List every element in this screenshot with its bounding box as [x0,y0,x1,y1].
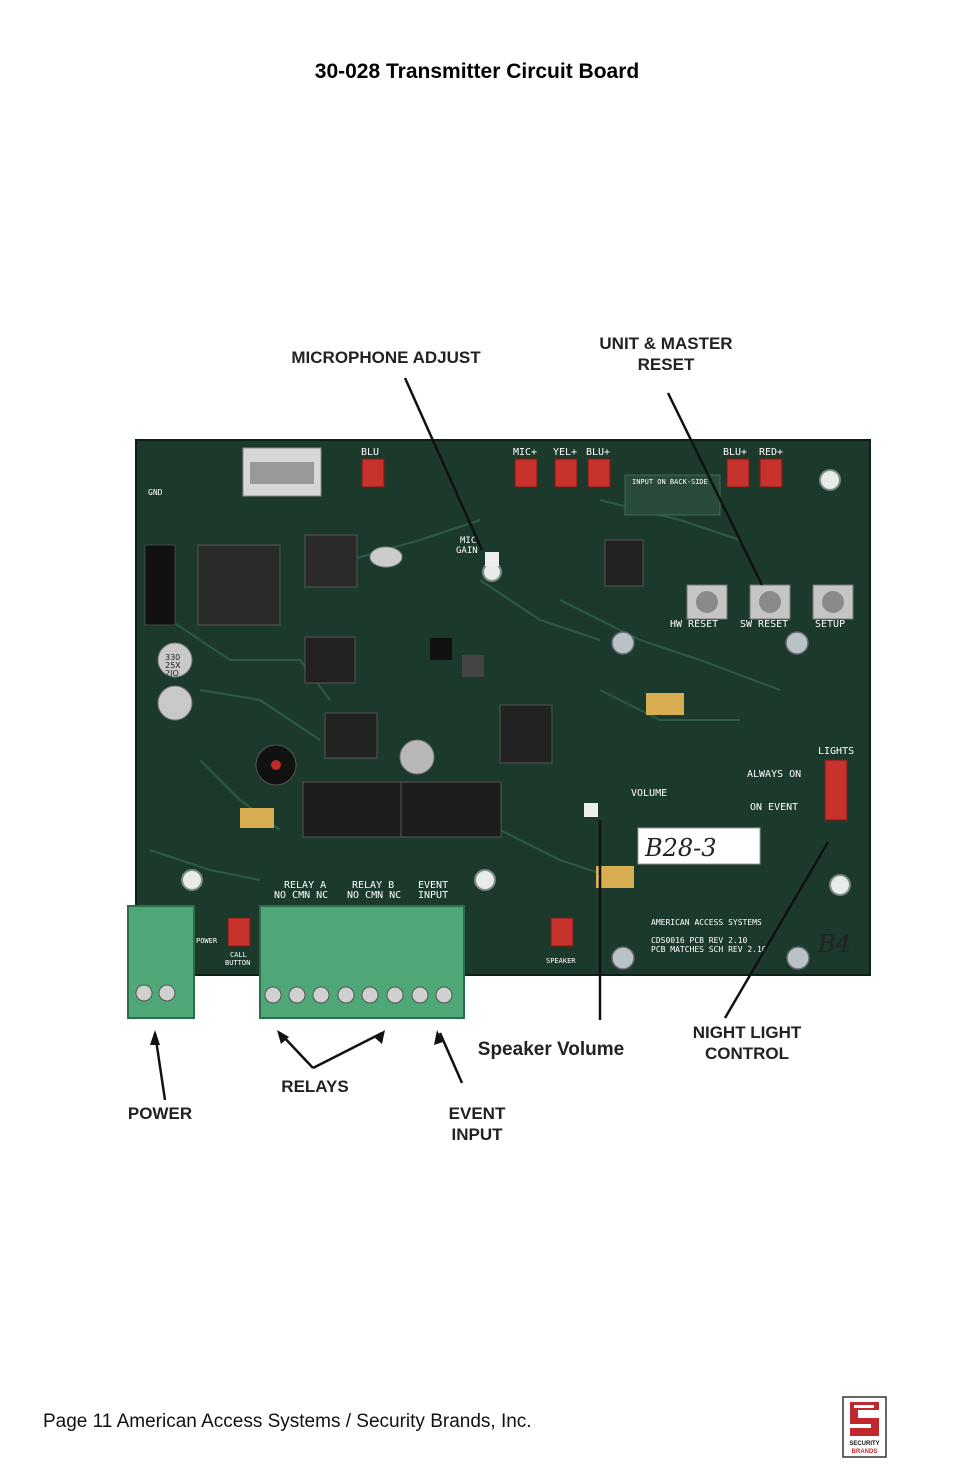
pin-header [144,544,176,626]
screws [611,631,810,970]
capacitor-3 [399,739,435,775]
lbl-mic-gain-1: MIC [460,536,476,546]
coil [430,638,452,660]
reset-buttons [686,584,854,620]
lbl-yel: YEL+ [553,447,577,458]
callout-relays: RELAYS [281,1077,348,1096]
capacitor-2 [157,685,193,721]
lbl-always-on: ALWAYS ON [747,769,801,780]
dsp-chip [304,534,358,588]
led-connectors [227,458,848,947]
lbl-gnd: GND [148,488,163,497]
relay-a [302,781,402,838]
handwritten-tag: B28-3 [644,834,717,862]
lbl-input-on-back: INPUT ON BACK-SIDE [632,478,708,486]
lbl-speaker: SPEAKER [546,957,576,965]
handwritten-label [637,827,761,865]
lbl-cap-1: 330 [165,653,180,662]
power-screws [135,984,176,1002]
lbl-lights: LIGHTS [818,746,854,757]
coil-2 [462,655,484,677]
lbl-blu: BLU [361,447,379,458]
regulator [324,712,378,759]
relay-screws [264,986,453,1004]
power-terminal [127,905,195,1019]
lbl-call-1: CALL [230,951,247,959]
lbl-cap-2: 25X [165,661,181,670]
callout-night-light-2: CONTROL [705,1044,789,1063]
callout-unit-master-2: RESET [638,355,695,374]
callout-event-2: INPUT [452,1125,504,1144]
security-brands-logo: SECURITY BRANDS [842,1396,887,1458]
lbl-power: POWER [196,937,218,945]
callout-speaker-volume: Speaker Volume [478,1039,624,1060]
lbl-on-event: ON EVENT [750,802,798,813]
capacitor-1 [157,642,193,678]
callout-microphone-adjust: MICROPHONE ADJUST [291,348,481,367]
relay-terminal [259,905,465,1019]
lbl-company: AMERICAN ACCESS SYSTEMS [651,918,762,927]
lbl-event-2: INPUT [418,890,448,901]
callout-event-1: EVENT [449,1104,506,1123]
lbl-red: RED+ [759,447,783,458]
crystal [369,546,403,568]
arrow-heads [150,1030,443,1045]
lbl-relay-a-2: NO CMN NC [274,890,328,901]
lbl-mic: MIC+ [513,447,537,458]
volume-pot [584,803,598,817]
mic-gain-pot [485,552,499,566]
silkscreen: BLU MIC+ YEL+ BLU+ BLU+ RED+ INPUT ON BA… [148,447,854,967]
lbl-sw-reset: SW RESET [740,619,788,630]
logo-text-top: SECURITY [849,1441,879,1447]
relay-b [400,781,502,838]
callout-power: POWER [128,1104,192,1123]
lbl-relay-b-2: NO CMN NC [347,890,401,901]
lbl-event-1: EVENT [418,880,448,891]
tantalum-3 [240,808,274,828]
ic-chip [304,636,356,684]
microcontroller-chip [197,544,281,626]
lbl-relay-b-1: RELAY B [352,880,394,891]
ic-chip-3 [499,704,553,764]
callout-unit-master-1: UNIT & MASTER [599,334,732,353]
lbl-setup: SETUP [815,619,845,630]
lbl-hw-reset: HW RESET [670,619,718,630]
lbl-call-2: BUTTON [225,959,250,967]
callout-night-light-1: NIGHT LIGHT [693,1023,802,1042]
cap-text: 330 25X 2JO [165,653,181,678]
lbl-mic-gain-2: GAIN [456,546,478,556]
lbl-volume: VOLUME [631,788,667,799]
handwritten-corner: B4 [817,930,851,958]
page-title: 30-028 Transmitter Circuit Board [314,60,640,83]
lbl-blu3: BLU+ [723,447,747,458]
resistor-array [624,474,721,516]
callout-labels: MICROPHONE ADJUST UNIT & MASTER RESET Sp… [128,334,802,1144]
tantalum-1 [646,693,684,715]
lbl-cap-3: 2JO [165,669,179,678]
tantalum-2 [596,866,634,888]
lbl-relay-a-1: RELAY A [284,880,326,891]
lbl-blu2: BLU+ [586,447,610,458]
logo-text-bottom: BRANDS [852,1449,878,1455]
ic-chip-2 [604,539,644,587]
lbl-pcb-rev: CDS0016 PCB REV 2.10 [651,936,748,945]
lbl-pcb-matches: PCB MATCHES SCH REV 2.10 [651,945,767,954]
circuit-board-figure: BLU MIC+ YEL+ BLU+ BLU+ RED+ INPUT ON BA… [127,334,871,1144]
page-footer: Page 11 American Access Systems / Securi… [43,1411,532,1432]
